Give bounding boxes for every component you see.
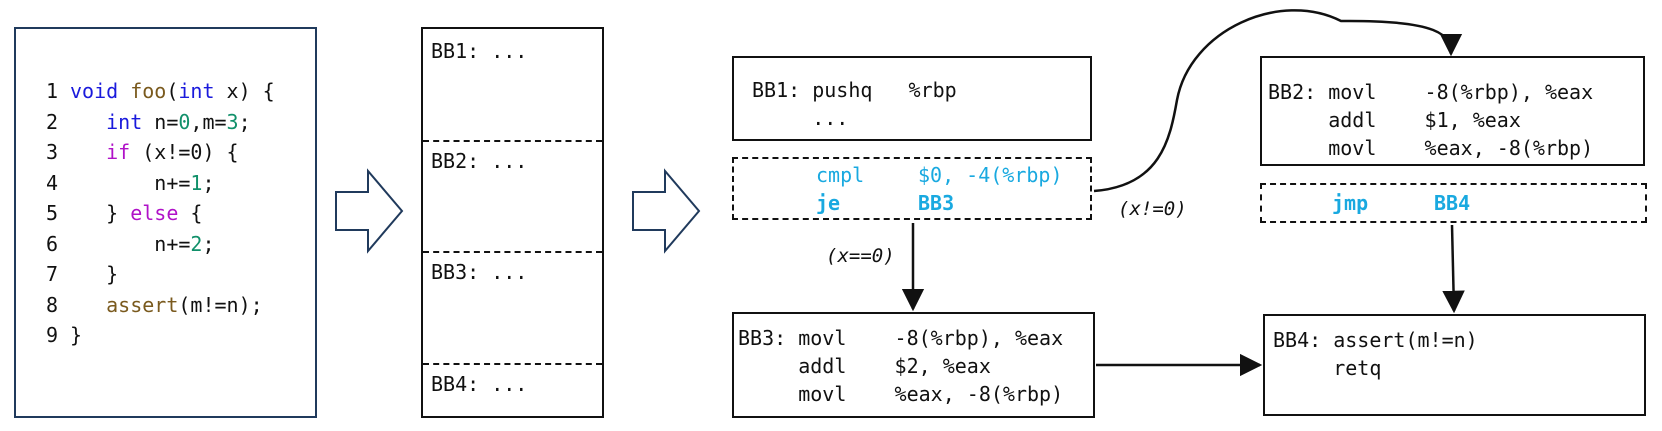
edge-label-x-not-zero: (x!=0) — [1118, 198, 1187, 220]
code-token: int — [106, 109, 143, 134]
code-token: } — [70, 201, 131, 225]
bb-column-bb2: BB2: ... — [431, 149, 528, 173]
code-token: (x!=0) { — [130, 140, 239, 164]
code-token: 0 — [178, 109, 191, 134]
cfg-bb1-cmpl-args: $0, -4(%rbp) — [918, 163, 1063, 187]
code-token: (m!=n); — [178, 292, 263, 317]
transform-arrow-1 — [335, 168, 404, 254]
code-line-3: 3 if (x!=0) { — [46, 140, 239, 164]
code-token: n+= — [70, 170, 191, 195]
code-token: if — [106, 140, 131, 164]
code-token: n+= — [70, 231, 191, 256]
code-token: x) { — [214, 79, 275, 103]
cfg-bb2-line1: BB2: movl -8(%rbp), %eax — [1268, 80, 1594, 104]
edge-bb1-to-bb2 — [1093, 9, 1463, 193]
cfg-bb1-branch-box: cmpl $0, -4(%rbp) je BB3 — [732, 157, 1092, 220]
edge-label-x-equals-zero: (x==0) — [826, 245, 895, 267]
code-line-4: 4 n+=1; — [46, 171, 215, 195]
code-token: ; — [202, 231, 215, 256]
cfg-bb4-line1: BB4: assert(m!=n) — [1273, 328, 1478, 352]
bb-column-bb1: BB1: ... — [431, 39, 528, 63]
cfg-bb3-line2: addl $2, %eax — [738, 354, 991, 378]
cfg-bb1-line1: BB1: pushq %rbp — [752, 78, 957, 102]
cfg-bb2-jmp-target: BB4 — [1434, 191, 1471, 215]
line-number: 4 — [46, 170, 59, 195]
line-number: 6 — [46, 231, 59, 256]
bb-divider-2 — [423, 251, 602, 253]
bb-divider-1 — [423, 140, 602, 142]
transform-arrow-2 — [632, 168, 701, 254]
code-line-7: 7 } — [46, 262, 118, 286]
code-token: foo — [130, 79, 167, 103]
code-token: ; — [202, 170, 215, 195]
line-number: 8 — [46, 292, 59, 317]
cfg-bb3-box: BB3: movl -8(%rbp), %eax addl $2, %eax m… — [732, 312, 1095, 418]
code-line-5: 5 } else { — [46, 201, 202, 225]
basic-block-column: BB1: ... BB2: ... BB3: ... BB4: ... — [421, 27, 604, 418]
cfg-bb4-box: BB4: assert(m!=n) retq — [1263, 314, 1646, 416]
code-token: ; — [238, 109, 251, 134]
code-line-6: 6 n+=2; — [46, 232, 215, 256]
code-token: int — [178, 79, 215, 103]
code-token: } — [70, 323, 83, 347]
line-number: 2 — [46, 109, 59, 134]
cfg-bb3-line3: movl %eax, -8(%rbp) — [738, 382, 1064, 406]
line-number: 5 — [46, 201, 59, 225]
code-token: ( — [166, 79, 179, 103]
code-line-2: 2 int n=0,m=3; — [46, 110, 251, 134]
code-token: void — [70, 79, 119, 103]
line-number: 1 — [46, 79, 59, 103]
cfg-bb1-cmpl-op: cmpl — [816, 163, 865, 187]
code-line-8: 8 assert(m!=n); — [46, 293, 263, 317]
cfg-bb2-box: BB2: movl -8(%rbp), %eax addl $1, %eax m… — [1260, 56, 1645, 166]
code-token: { — [178, 201, 203, 225]
code-token: 1 — [190, 170, 203, 195]
bb-column-bb3: BB3: ... — [431, 260, 528, 284]
cfg-bb2-jmp-op: jmp — [1332, 191, 1369, 215]
line-number: 9 — [46, 323, 59, 347]
cfg-bb4-line2: retq — [1273, 356, 1382, 380]
bb-divider-3 — [423, 363, 602, 365]
code-token: 3 — [226, 109, 239, 134]
cfg-bb2-line2: addl $1, %eax — [1268, 108, 1521, 132]
code-token: } — [70, 262, 119, 286]
line-number: 7 — [46, 262, 59, 286]
edge-bb2-to-bb4 — [1442, 224, 1465, 314]
bb-column-bb4: BB4: ... — [431, 372, 528, 396]
code-token: 2 — [190, 231, 203, 256]
code-token: n= — [142, 109, 179, 134]
line-number: 3 — [46, 140, 59, 164]
cfg-bb1-je-op: je — [816, 191, 841, 215]
cfg-bb1-line2: ... — [752, 106, 849, 130]
code-token: ,m= — [190, 109, 227, 134]
code-token: assert — [106, 292, 179, 317]
code-token: else — [130, 201, 179, 225]
cfg-bb3-line1: BB3: movl -8(%rbp), %eax — [738, 326, 1064, 350]
cfg-bb2-branch-box: jmp BB4 — [1260, 183, 1647, 223]
cfg-bb2-line3: movl %eax, -8(%rbp) — [1268, 136, 1594, 160]
cfg-bb1-je-target: BB3 — [918, 191, 955, 215]
code-line-1: 1 void foo(int x) { — [46, 79, 275, 103]
cfg-bb1-box: BB1: pushq %rbp ... — [732, 56, 1092, 141]
code-line-9: 9} — [46, 323, 82, 347]
